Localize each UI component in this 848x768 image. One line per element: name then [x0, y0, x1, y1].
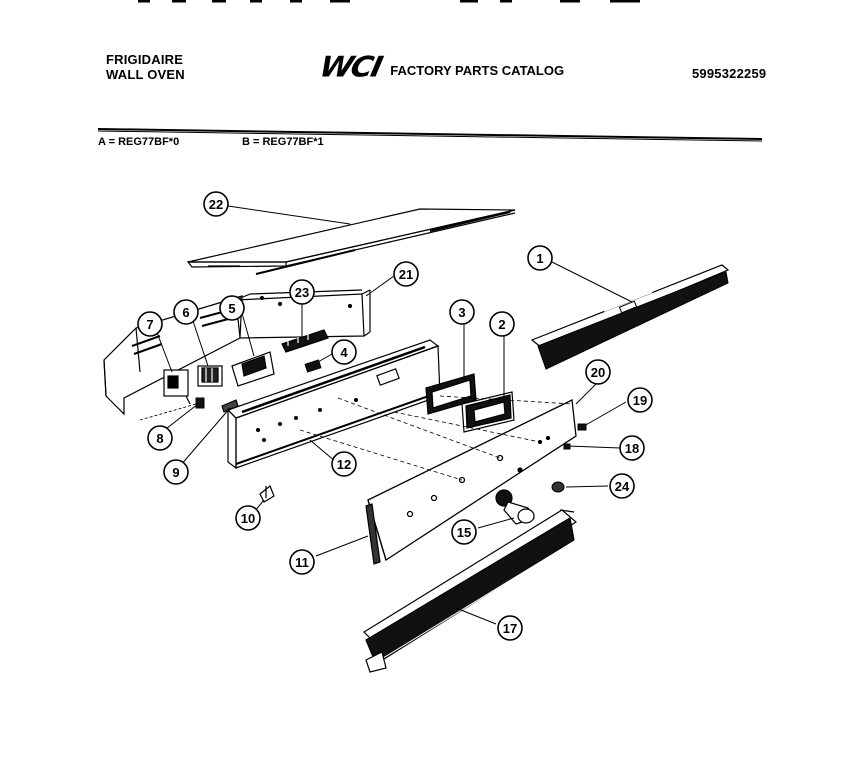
part-9-clip: [221, 399, 239, 413]
callout-23: 23: [289, 279, 315, 305]
callout-21-label: 21: [399, 267, 413, 282]
callout-2-label: 2: [498, 317, 505, 332]
part-10-screw: [259, 485, 275, 503]
callout-4: 4: [331, 339, 357, 365]
front-control-panel: [367, 399, 577, 562]
callout-9-label: 9: [172, 465, 179, 480]
callout-22: 22: [203, 191, 229, 217]
callout-20: 20: [585, 359, 611, 385]
callout-24: 24: [609, 473, 635, 499]
callout-5: 5: [219, 295, 245, 321]
part-23-connectors: [281, 329, 329, 353]
part-11-end-strip: [365, 503, 381, 565]
part-8-screw: [139, 397, 205, 421]
part-3-timer-module: [425, 373, 477, 415]
callout-15-label: 15: [457, 525, 471, 540]
part-17-bottom-rail: [363, 509, 578, 673]
callout-11: 11: [289, 549, 315, 575]
callout-24-label: 24: [615, 479, 630, 494]
part-6-switch: [197, 365, 223, 387]
callout-19: 19: [627, 387, 653, 413]
callout-1: 1: [527, 245, 553, 271]
alignment-lines: [299, 395, 573, 481]
part-2-display-window: [461, 391, 515, 433]
part-15-knob: [495, 489, 535, 525]
callout-6: 6: [173, 299, 199, 325]
callout-10-label: 10: [241, 511, 255, 526]
callout-2: 2: [489, 311, 515, 337]
part-22-top-cover: [186, 208, 516, 275]
callout-3: 3: [449, 299, 475, 325]
callout-23-label: 23: [295, 285, 309, 300]
callout-7-label: 7: [146, 317, 153, 332]
callout-22-label: 22: [209, 197, 223, 212]
leader-lines: [155, 205, 633, 625]
callouts: 22 21 1 23 5 6 7 4 3 2 20 19 18 8 9 12 2…: [137, 191, 653, 641]
callout-12: 12: [331, 451, 357, 477]
catalog-header: WCI FACTORY PARTS CATALOG: [316, 50, 565, 85]
catalog-title: FACTORY PARTS CATALOG: [390, 63, 565, 78]
callout-20-label: 20: [591, 365, 605, 380]
part-19-screw: [577, 423, 587, 431]
product-type: WALL OVEN: [106, 67, 185, 82]
callout-15: 15: [451, 519, 477, 545]
callout-21: 21: [393, 261, 419, 287]
callout-9: 9: [163, 459, 189, 485]
callout-12-label: 12: [337, 457, 351, 472]
header-rule: [97, 128, 763, 142]
callout-10: 10: [235, 505, 261, 531]
callout-18-label: 18: [625, 441, 639, 456]
callout-11-label: 11: [295, 555, 309, 570]
document-number: 5995322259: [692, 66, 767, 81]
callout-5-label: 5: [228, 301, 235, 316]
callout-18: 18: [619, 435, 645, 461]
callout-19-label: 19: [633, 393, 647, 408]
callout-4-label: 4: [340, 345, 348, 360]
callout-6-label: 6: [182, 305, 189, 320]
part-5-relay: [231, 351, 275, 387]
variant-a: A = REG77BF*0: [98, 136, 180, 148]
callout-8-label: 8: [156, 431, 163, 446]
brand-name: FRIGIDAIRE: [106, 52, 184, 67]
variant-b: B = REG77BF*1: [242, 136, 324, 148]
callout-1-label: 1: [536, 251, 543, 266]
callout-8: 8: [147, 425, 173, 451]
callout-17: 17: [497, 615, 523, 641]
brand-block: FRIGIDAIRE WALL OVEN: [106, 52, 185, 82]
part-24-button: [551, 481, 565, 493]
part-7-switch: [163, 369, 191, 405]
callout-17-label: 17: [503, 621, 517, 636]
callout-3-label: 3: [458, 305, 465, 320]
part-1-trim-rail: [530, 264, 730, 370]
callout-7: 7: [137, 311, 163, 337]
part-4-connector: [304, 359, 322, 373]
